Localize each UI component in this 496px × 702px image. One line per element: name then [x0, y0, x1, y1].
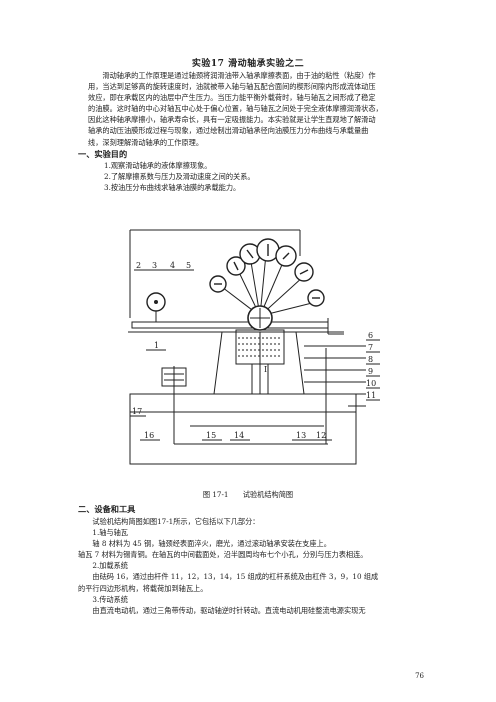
label-4: 4 [170, 261, 175, 270]
machine-base [129, 393, 357, 465]
figure-caption: 图 17-1 试验机结构简图 [0, 490, 496, 500]
intro-line: 效应，即在承载区内的油层中产生压力。当压力能平衡外载荷时，轴与轴瓦之间形成了稳定 [88, 93, 376, 103]
label-9: 9 [368, 367, 373, 376]
label-12: 12 [316, 431, 326, 440]
label-1: 1 [154, 341, 159, 350]
intro-line: 的油膜。这时轴的中心对轴瓦中心处于偏心位置，轴与轴瓦之间处于完全液体摩擦润滑状态… [88, 104, 383, 114]
label-10: 10 [366, 379, 376, 388]
label-5: 5 [186, 261, 191, 270]
list-item: 1.观察滑动轴承的液体摩擦现象。 [104, 161, 212, 170]
text-line: 1.轴与轴瓦 [92, 528, 128, 538]
gauge-icon [209, 275, 227, 293]
text-line: 3.传动系统 [92, 594, 128, 604]
text-line: 的平行四边形机构，将载荷加到轴瓦上。 [78, 583, 208, 593]
gauge-icon [294, 262, 314, 282]
gauge-icon [307, 289, 325, 307]
intro-line: 线，深刻理解滑动轴承的工作原理。 [88, 137, 204, 147]
text-line: 由直流电动机，通过三角带传动，驱动轴逆时针转动。直流电动机用硅整流电源实现无 [92, 605, 366, 615]
label-16: 16 [144, 431, 154, 440]
objectives-list: 1.观察滑动轴承的液体摩擦现象。 2.了解摩擦系数与压力及滑动速度之间的关系。 … [104, 160, 255, 194]
text-line: 2.加载系统 [92, 561, 128, 571]
intro-line: 因此这种轴承摩擦小，轴承寿命长，具有一定吸振能力。本实验就是让学生直观地了解滑动 [88, 115, 376, 125]
section-heading-objectives: 一、实验目的 [78, 149, 128, 159]
page-number: 76 [415, 672, 424, 680]
gauge-icon [226, 256, 246, 276]
label-15: 15 [206, 431, 216, 440]
label-2: 2 [136, 261, 141, 270]
test-machine-diagram: 2 3 4 5 1 I 6 7 8 9 10 11 17 16 15 14 13… [128, 229, 380, 465]
bearing-icon [247, 305, 273, 331]
text-line: 由砝码 16，通过由杆件 11，12，13，14，15 组成的杠杆系统及由杠件 … [92, 572, 379, 582]
shaft-beam [131, 321, 329, 329]
intro-line: 轴承的动压油膜形成过程与现象，通过绘制出滑动轴承径向油膜压力分布曲线与承载量曲 [88, 126, 369, 136]
label-13: 13 [296, 431, 306, 440]
section-heading-equipment: 二、设备和工具 [78, 504, 136, 514]
intro-paragraph: 滑动轴承的工作原理是通过轴颈将润滑油带入轴承摩擦表面，由于油的粘性（粘度）作 用… [88, 70, 418, 148]
weight-stack [161, 367, 187, 387]
pressure-gauges [146, 238, 325, 331]
dial-gauge-icon [146, 292, 166, 312]
label-8: 8 [368, 355, 373, 364]
equipment-section: 试验机结构简图如图17-1所示，它包括以下几部分： 1.轴与轴瓦 轴 8 材料为… [78, 516, 428, 616]
gauge-icon [256, 238, 280, 262]
list-item: 3.按油压分布曲线求轴承油膜的承载能力。 [104, 183, 241, 193]
label-I: I [264, 365, 267, 374]
label-11: 11 [366, 391, 376, 400]
gauge-icon [275, 245, 297, 267]
caption-text: 试验机结构简图 [242, 490, 294, 499]
intro-line: 滑动轴承的工作原理是通过轴颈将润滑油带入轴承摩擦表面，由于油的粘性（粘度）作 [102, 71, 376, 80]
label-14: 14 [234, 431, 244, 440]
text-line: 轴 8 材料为 45 钢，轴颈经表面淬火，磨光，通过滚动轴承安装在支座上。 [92, 539, 331, 549]
label-17: 17 [132, 407, 142, 416]
label-7: 7 [368, 343, 373, 352]
intro-line: 用，当达到足够高的旋转速度时，油就被带入轴与轴瓦配合面间的楔形间隙内形成流体动压 [88, 82, 376, 92]
label-6: 6 [368, 331, 373, 340]
list-item: 2.了解摩擦系数与压力及滑动速度之间的关系。 [104, 172, 255, 182]
page-title: 实验17 滑动轴承实验之二 [191, 59, 305, 69]
caption-number: 图 17-1 [202, 490, 229, 499]
text-line: 试验机结构简图如图17-1所示，它包括以下几部分： [92, 517, 260, 526]
label-3: 3 [152, 261, 157, 270]
text-line: 轴瓦 7 材料为锡青铜。在轴瓦的中间截面处，沿半圆周均布七个小孔，分别与压力表相… [78, 550, 368, 560]
